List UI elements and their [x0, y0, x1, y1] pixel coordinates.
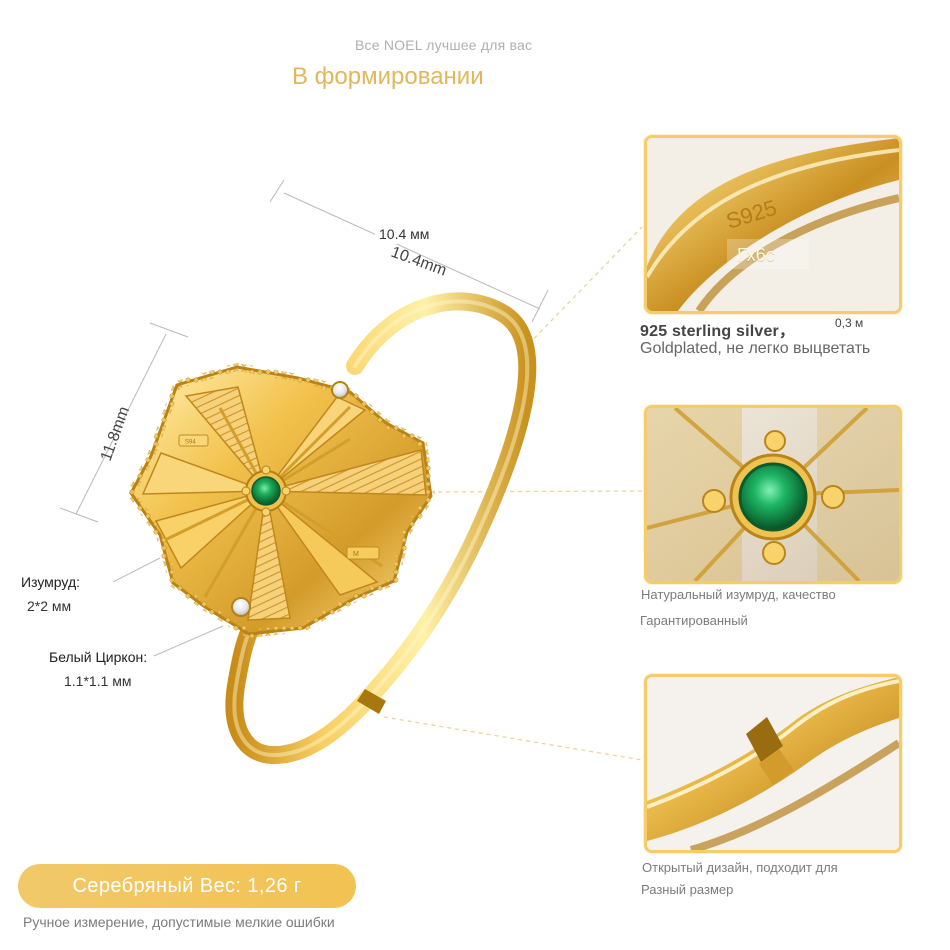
emerald-caption-line-2: Гарантированный	[640, 613, 748, 628]
silver-thickness: 0,3 м	[835, 316, 864, 330]
open-design-caption-line-2: Разный размер	[641, 882, 734, 897]
leader-lines	[112, 226, 643, 761]
emerald-detail-panel	[644, 405, 902, 584]
open-design-panel	[644, 674, 902, 853]
silver-description: Goldplated, не легко выцветать	[640, 340, 871, 357]
silver-detail-panel: S925 Гх6с	[644, 135, 902, 314]
emerald-closeup	[647, 408, 899, 581]
silver-closeup: S925 Гх6с	[647, 138, 899, 311]
svg-text:S94: S94	[185, 440, 196, 446]
zircon-stone	[231, 597, 251, 617]
brand-subtitle: Все NOEL лучшее для вас	[355, 37, 533, 53]
emerald-stone	[251, 476, 281, 506]
emerald-caption-line-1: Натуральный изумруд, качество	[641, 587, 836, 602]
ring-shank	[225, 292, 537, 764]
height-dimension-rotated: 11.8mm	[98, 404, 133, 463]
width-dimension: 10.4 мм	[375, 224, 434, 244]
open-design-closeup	[647, 677, 899, 850]
svg-text:M: M	[353, 551, 359, 558]
open-design-caption-line-1: Открытый дизайн, подходит для	[642, 860, 838, 875]
silver-weight-badge: Серебряный Вес: 1,26 г	[18, 864, 356, 908]
ring-head: S94 M	[126, 362, 436, 639]
emerald-size: 2*2 мм	[27, 598, 72, 614]
zircon-label: Белый Циркон:	[49, 649, 148, 665]
zircon-size: 1.1*1.1 мм	[64, 673, 132, 689]
zircon-stone	[331, 381, 349, 399]
width-dimension-rotated: 10.4mm	[389, 244, 449, 280]
page-title: В формировании	[292, 63, 484, 90]
weight-note: Ручное измерение, допустимые мелкие ошиб…	[23, 914, 335, 930]
emerald-label: Изумруд:	[21, 574, 81, 590]
silver-title: 925 sterling silver，	[640, 323, 796, 340]
stamp-text: Гх6с	[737, 245, 775, 265]
